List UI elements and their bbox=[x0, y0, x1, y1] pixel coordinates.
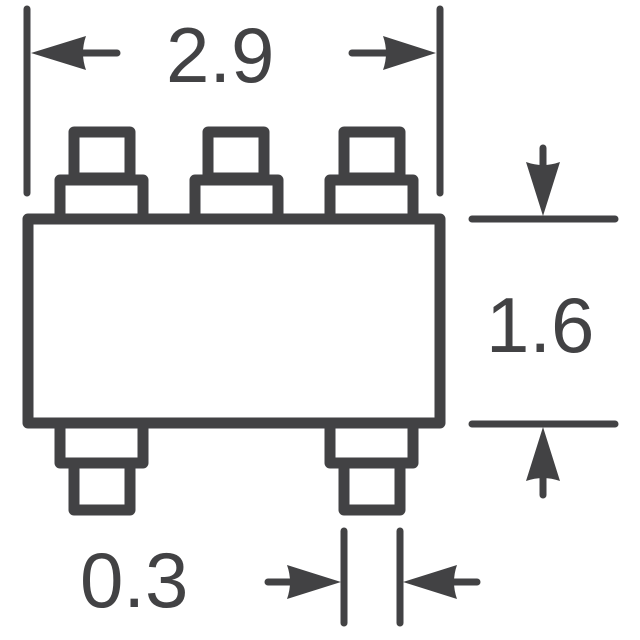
top-pin-3 bbox=[324, 126, 419, 225]
arrowhead-left-icon bbox=[403, 565, 457, 599]
top-pin-2 bbox=[189, 126, 284, 225]
bottom-pin-2 bbox=[324, 417, 419, 516]
arrowhead-right-icon bbox=[383, 36, 436, 70]
arrowhead-up-icon bbox=[526, 427, 560, 481]
arrowhead-left-icon bbox=[31, 36, 86, 70]
top-pin-1 bbox=[54, 126, 149, 225]
package-body bbox=[22, 213, 446, 429]
width-dimension-label: 1.6 bbox=[486, 281, 595, 369]
arrowhead-right-icon bbox=[287, 565, 341, 599]
bottom-pin-1 bbox=[54, 417, 149, 516]
lead-width-dimension-label: 0.3 bbox=[80, 536, 189, 624]
length-dimension-label: 2.9 bbox=[166, 11, 275, 99]
arrowhead-down-icon bbox=[526, 162, 560, 216]
